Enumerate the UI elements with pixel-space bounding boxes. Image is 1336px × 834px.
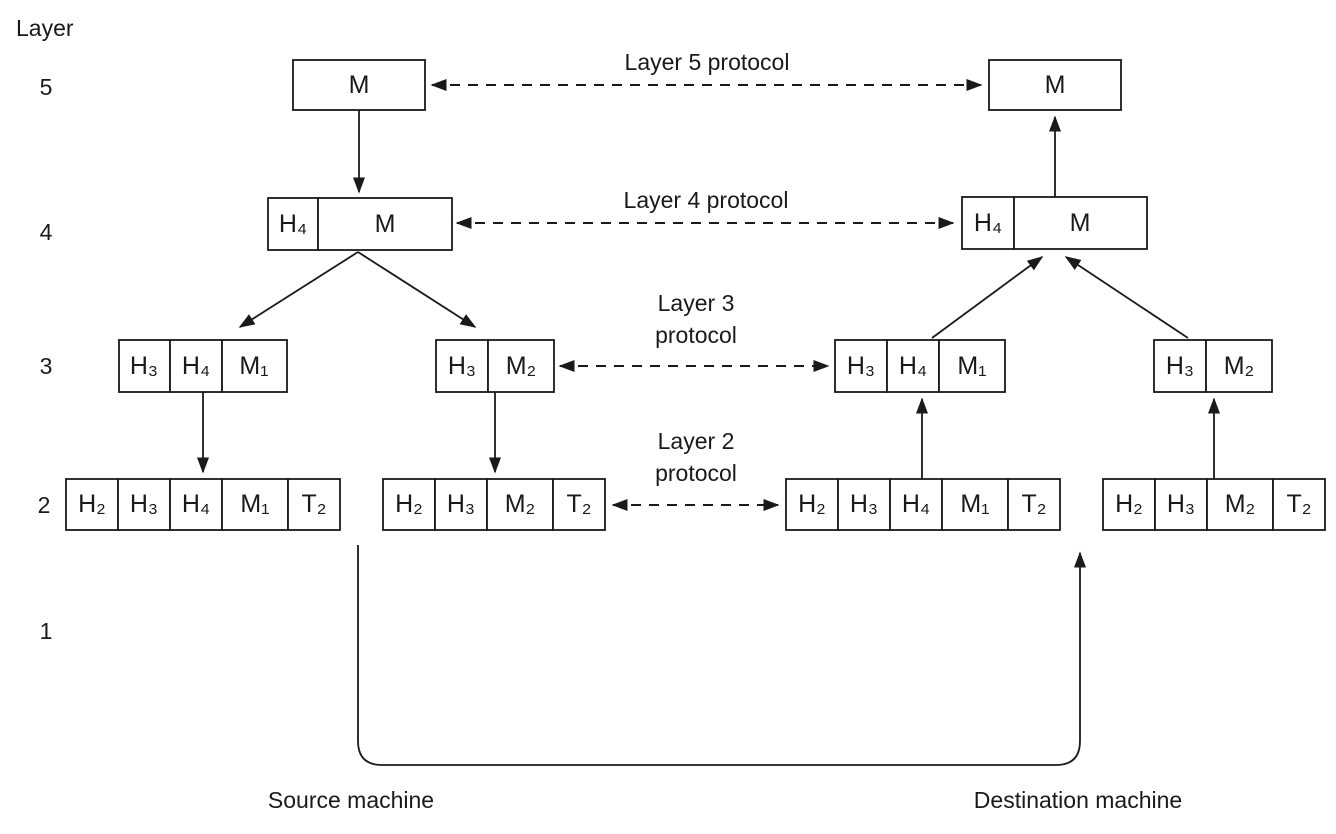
source-l2-frame2-box: H₂ H₃ M₂ T₂ <box>382 478 606 531</box>
cell <box>118 339 171 393</box>
cell <box>1007 478 1061 531</box>
cell-label: M₂ <box>1224 352 1255 380</box>
cell-label: H₄ <box>902 490 930 518</box>
cell <box>435 339 489 393</box>
layer3-protocol-label-line2: protocol <box>655 322 737 348</box>
cell <box>382 478 436 531</box>
cell-label: H₄ <box>182 352 210 380</box>
destination-l3-packet2-box: H₃ M₂ <box>1153 339 1273 393</box>
physical-medium-path-arrow <box>357 545 1086 766</box>
cell-label: M₂ <box>1225 490 1256 518</box>
cell <box>267 197 319 251</box>
cell <box>434 478 488 531</box>
cell <box>287 478 341 531</box>
cell-label: H₄ <box>182 490 210 518</box>
cell-label: M₁ <box>957 352 986 380</box>
cell-label: T₂ <box>1022 490 1047 518</box>
cell-label: H₂ <box>1115 490 1143 518</box>
cell-label: M₁ <box>240 490 269 518</box>
cell <box>834 339 888 393</box>
layer2-protocol-label-line1: Layer 2 <box>658 428 735 454</box>
cell-label: H₄ <box>899 352 927 380</box>
protocol-labels: Layer 5 protocol Layer 4 protocol Layer … <box>624 49 790 486</box>
cell-label: H₃ <box>850 490 878 518</box>
source-l3-packet2-box: H₃ M₂ <box>435 339 555 393</box>
layer-number-1: 1 <box>40 618 53 644</box>
source-l4-segment-box: H₄ M <box>267 197 453 251</box>
layer4-protocol-label: Layer 4 protocol <box>624 187 789 213</box>
destination-l3a-merge-arrow <box>931 256 1044 339</box>
source-l5-message-box: M <box>292 59 426 111</box>
source-l3-packet1-box: H₃ H₄ M₁ <box>118 339 288 393</box>
destination-l5-message-box: M <box>988 59 1122 111</box>
cell <box>1102 478 1156 531</box>
cell <box>938 339 1006 393</box>
cell-label: M <box>1070 209 1091 237</box>
cell <box>837 478 891 531</box>
cell-label: H₂ <box>395 490 423 518</box>
cell <box>961 196 1015 250</box>
destination-l2-frame2-box: H₂ H₃ M₂ T₂ <box>1102 478 1326 531</box>
layer-number-5: 5 <box>40 74 53 100</box>
layer-number-2: 2 <box>38 492 51 518</box>
destination-machine-label: Destination machine <box>974 787 1182 813</box>
destination-l4-segment-box: H₄ M <box>961 196 1148 250</box>
destination-l2-frame1-box: H₂ H₃ H₄ M₁ T₂ <box>785 478 1061 531</box>
cell <box>221 478 289 531</box>
source-l2-frame1-box: H₂ H₃ H₄ M₁ T₂ <box>65 478 341 531</box>
cell-label: H₃ <box>1166 352 1194 380</box>
cell-label: M₂ <box>506 352 537 380</box>
cell <box>1272 478 1326 531</box>
layer3-protocol-label-line1: Layer 3 <box>658 290 735 316</box>
cell <box>487 339 555 393</box>
cell-label: M <box>1045 71 1066 99</box>
layer-axis-label: Layer <box>16 15 74 41</box>
cell <box>889 478 943 531</box>
layer2-protocol-label-line2: protocol <box>655 460 737 486</box>
cell <box>988 59 1122 111</box>
cell-label: H₄ <box>279 210 307 238</box>
source-l4-split-left-arrow <box>238 251 359 328</box>
cell <box>65 478 119 531</box>
source-l4-split-right-arrow <box>357 251 477 328</box>
source-machine-label: Source machine <box>268 787 434 813</box>
cell-label: H₃ <box>130 352 158 380</box>
cell <box>221 339 288 393</box>
cell <box>1013 196 1148 250</box>
cell <box>169 478 223 531</box>
cell-label: H₃ <box>447 490 475 518</box>
machine-labels: Source machine Destination machine <box>268 787 1182 813</box>
cell <box>886 339 940 393</box>
cell-label: H₂ <box>78 490 106 518</box>
cell <box>1205 339 1273 393</box>
cell <box>941 478 1009 531</box>
destination-l3b-merge-arrow <box>1064 256 1189 339</box>
cell-label: H₃ <box>1167 490 1195 518</box>
cell-label: M₁ <box>239 352 268 380</box>
layer-number-3: 3 <box>40 353 53 379</box>
cell-label: T₂ <box>302 490 327 518</box>
cell <box>317 197 453 251</box>
cell-label: M₂ <box>505 490 536 518</box>
flow-arrows <box>197 110 1220 766</box>
layer-number-4: 4 <box>40 219 53 245</box>
cell-label: T₂ <box>567 490 592 518</box>
cell-label: M <box>349 71 370 99</box>
cell-label: H₃ <box>448 352 476 380</box>
cell <box>292 59 426 111</box>
layer-axis: Layer 5 4 3 2 1 <box>16 15 74 644</box>
cell-label: T₂ <box>1287 490 1312 518</box>
destination-l3-packet1-box: H₃ H₄ M₁ <box>834 339 1006 393</box>
cell <box>169 339 223 393</box>
cell-label: M <box>375 210 396 238</box>
layer5-protocol-label: Layer 5 protocol <box>625 49 790 75</box>
cell-label: H₃ <box>847 352 875 380</box>
cell-label: H₃ <box>130 490 158 518</box>
cell-label: H₂ <box>798 490 826 518</box>
cell <box>552 478 606 531</box>
cell-label: M₁ <box>960 490 989 518</box>
cell-label: H₄ <box>974 209 1002 237</box>
protocol-arrows <box>430 79 983 511</box>
